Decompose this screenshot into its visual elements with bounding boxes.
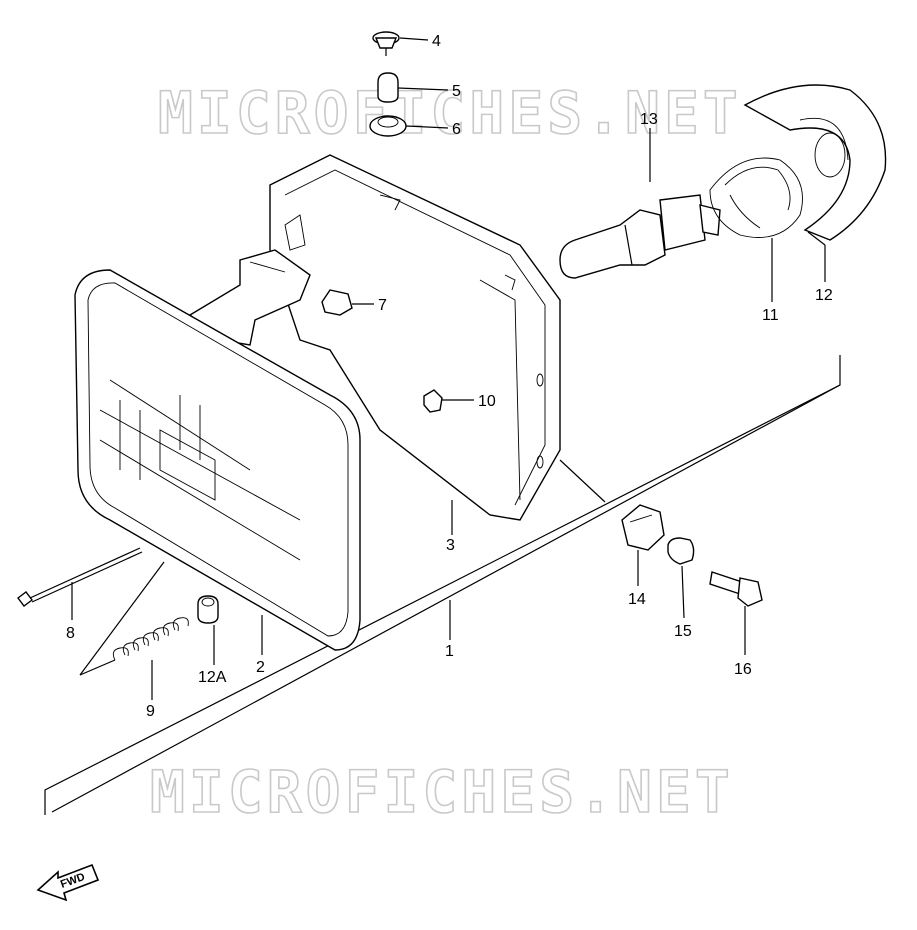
leader-lines	[71, 37, 826, 700]
cap-part-14	[621, 504, 665, 551]
headlamp-lens	[74, 269, 361, 651]
halogen-bulb	[559, 194, 721, 279]
callout-1: 1	[445, 643, 454, 660]
collar-part-15	[667, 537, 695, 565]
callout-8: 8	[66, 625, 75, 642]
callout-2: 2	[256, 659, 265, 676]
watermark-bottom: MICROFICHES.NET	[150, 758, 734, 826]
callout-6: 6	[452, 121, 461, 138]
nut-part-10	[423, 389, 443, 413]
grommet-part-5	[377, 72, 399, 103]
callout-14: 14	[628, 591, 646, 608]
callout-10: 10	[478, 393, 496, 410]
spring-part-9	[112, 617, 189, 661]
callout-12: 12	[815, 287, 833, 304]
callout-13: 13	[640, 111, 658, 128]
fwd-arrow-icon: FWD	[36, 863, 100, 902]
bolt-part-16	[709, 571, 763, 607]
rubber-boot	[743, 84, 887, 241]
assembly-bracket-lines	[44, 355, 841, 815]
bulb-socket-clip	[709, 157, 803, 238]
callout-3: 3	[446, 537, 455, 554]
nut-part-7	[321, 289, 353, 316]
callout-15: 15	[674, 623, 692, 640]
headlight-housing	[269, 154, 561, 521]
callout-9: 9	[146, 703, 155, 720]
grommet-part-6	[369, 115, 407, 137]
callout-16: 16	[734, 661, 752, 678]
adjusting-screw-part-8	[17, 547, 143, 607]
callout-5: 5	[452, 83, 461, 100]
collar-part-12a	[197, 595, 219, 624]
callout-12a: 12A	[198, 669, 227, 686]
callout-4: 4	[432, 33, 441, 50]
callout-11: 11	[762, 307, 779, 324]
screw-part-4	[372, 31, 400, 56]
callout-7: 7	[378, 297, 387, 314]
